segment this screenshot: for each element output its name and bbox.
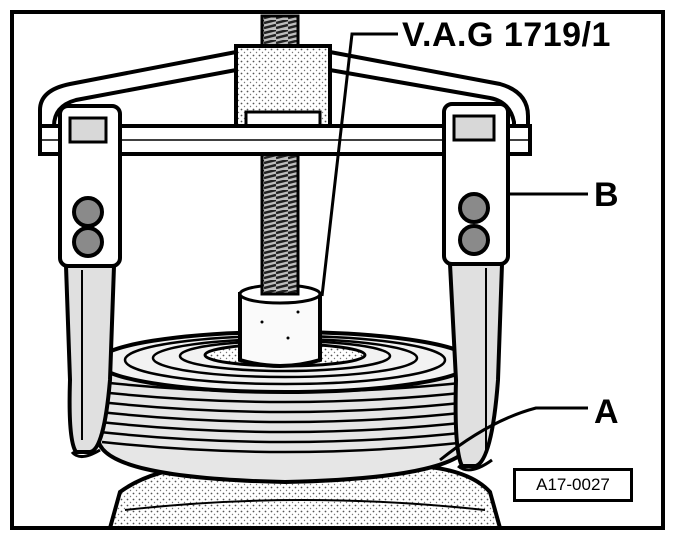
reference-number: A17-0027 — [513, 468, 633, 502]
pressure-piece — [238, 283, 322, 368]
leader-lines — [320, 32, 588, 462]
leader-tool — [320, 32, 398, 297]
part-a-label: A — [594, 393, 620, 431]
left-puller-arm — [58, 104, 122, 458]
crankshaft-housing — [107, 464, 503, 530]
right-puller-arm — [442, 102, 510, 472]
tool-label: V.A.G 1719/1 — [402, 16, 611, 54]
leader-a — [439, 406, 588, 462]
part-b-label: B — [594, 176, 620, 214]
